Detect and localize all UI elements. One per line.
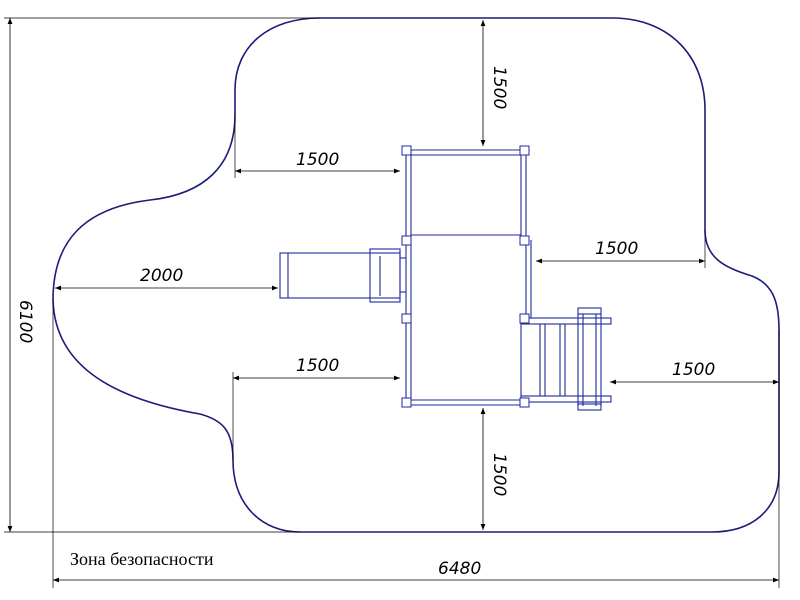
post	[519, 397, 530, 408]
post	[401, 235, 412, 246]
dimension-total-width: 6480	[52, 300, 780, 588]
dimension-left-lower-clearance: 1500	[232, 356, 400, 460]
dimension-top-clearance: 1500	[480, 20, 509, 146]
dimension-ladder-clearance-label: 1500	[672, 360, 715, 380]
post	[401, 313, 412, 324]
lower-platform	[405, 240, 532, 406]
post	[519, 145, 530, 156]
dimension-total-width-label: 6480	[438, 559, 481, 579]
play-equipment	[279, 145, 612, 411]
post	[519, 235, 530, 246]
dimension-slide-clearance: 2000	[55, 266, 278, 291]
dimension-right-upper-clearance-label: 1500	[595, 239, 638, 259]
upper-tower	[405, 149, 527, 240]
dimension-left-upper-clearance-label: 1500	[296, 150, 339, 170]
dimension-top-clearance-label: 1500	[489, 66, 509, 109]
post	[401, 145, 412, 156]
safety-zone-label: Зона безопасности	[70, 549, 214, 569]
safety-zone-outline	[52, 17, 780, 533]
dimension-left-lower-clearance-label: 1500	[296, 356, 339, 376]
dimension-right-upper-clearance: 1500	[536, 230, 706, 268]
dimension-total-height: 6100	[4, 17, 320, 533]
dimension-bottom-clearance-label: 1500	[489, 453, 509, 496]
dimension-ladder-clearance: 1500	[610, 360, 779, 385]
dimension-bottom-clearance: 1500	[480, 408, 509, 530]
dimension-total-height-label: 6100	[15, 300, 35, 343]
slide	[279, 248, 406, 303]
post	[401, 397, 412, 408]
dimension-left-upper-clearance: 1500	[234, 115, 400, 178]
post	[519, 313, 530, 324]
ladder	[520, 307, 612, 411]
dimension-slide-clearance-label: 2000	[140, 266, 183, 286]
